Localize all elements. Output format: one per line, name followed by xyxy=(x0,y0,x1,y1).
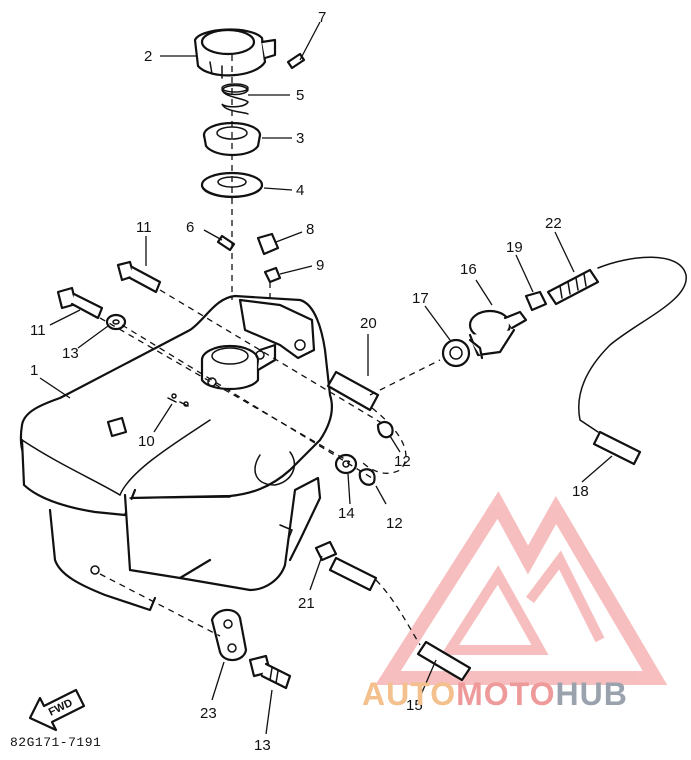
callout-17: 19 xyxy=(506,239,523,256)
nut-9 xyxy=(263,266,282,284)
callout-22: 22 xyxy=(545,215,562,232)
callout-18: 15 xyxy=(406,697,423,714)
bolt-11-lower xyxy=(56,286,104,320)
assembly-lines xyxy=(99,55,441,646)
callout-11-lower: 11 xyxy=(30,322,46,339)
bracket-23 xyxy=(210,608,248,662)
fwd-arrow-icon: FWD xyxy=(28,688,86,732)
bolt-20 xyxy=(248,654,292,690)
callout-16: 18 xyxy=(572,483,589,500)
callout-13-right: 14 xyxy=(338,505,355,522)
tank-bracket xyxy=(238,298,316,360)
callout-2: 2 xyxy=(144,48,152,65)
cap-gasket xyxy=(202,121,262,156)
watermark-auto: AUTO xyxy=(362,676,457,712)
callout-19: 20 xyxy=(360,315,377,332)
washer-15 xyxy=(441,338,471,368)
fuel-line-22 xyxy=(546,256,687,433)
small-screws-10 xyxy=(167,393,189,407)
callout-9: 9 xyxy=(316,257,324,274)
drawing-code: 82G171-7191 xyxy=(10,735,102,750)
callout-10: 10 xyxy=(138,433,155,450)
watermark-text: AUTOMOTOHUB xyxy=(362,676,628,713)
callout-21: 21 xyxy=(298,595,315,612)
watermark-hub: HUB xyxy=(555,676,628,712)
callout-labels: 2 7 5 3 4 6 8 9 11 11 13 1 10 12 14 12 2… xyxy=(30,9,589,754)
clip-21 xyxy=(314,540,338,562)
watermark-moto: MOTO xyxy=(456,676,556,712)
callout-13-left: 13 xyxy=(62,345,79,362)
callout-20: 13 xyxy=(254,737,271,754)
cap-plate xyxy=(200,171,264,199)
leader-lines xyxy=(39,21,613,735)
callout-12-lower: 12 xyxy=(386,515,403,532)
clip-12-upper xyxy=(376,420,394,439)
callout-12-upper: 12 xyxy=(394,453,411,470)
callout-23: 23 xyxy=(200,705,217,722)
callout-6: 6 xyxy=(186,219,194,236)
fuel-cock-14 xyxy=(468,309,528,360)
hose-19 xyxy=(326,370,380,412)
bolt-11-upper xyxy=(116,260,162,294)
clamp-17 xyxy=(524,290,548,312)
callout-8: 8 xyxy=(306,221,314,238)
callout-4: 4 xyxy=(296,182,304,199)
clip-12-lower xyxy=(358,468,376,486)
hose-18 xyxy=(328,556,472,682)
callout-5: 5 xyxy=(296,87,304,104)
callout-3: 3 xyxy=(296,130,304,147)
spring xyxy=(221,83,249,115)
fuel-cap xyxy=(193,28,277,79)
watermark-logo xyxy=(375,491,668,685)
hose-16 xyxy=(592,430,642,466)
clip-8 xyxy=(256,232,280,256)
callout-1: 1 xyxy=(30,362,38,379)
callout-11-upper: 11 xyxy=(136,219,152,236)
cap-pin xyxy=(286,52,306,70)
washer-13-left xyxy=(105,313,127,331)
callout-7: 7 xyxy=(318,9,326,26)
callout-14: 16 xyxy=(460,261,477,278)
tank-filler-neck xyxy=(200,343,277,390)
callout-15: 17 xyxy=(412,290,429,307)
